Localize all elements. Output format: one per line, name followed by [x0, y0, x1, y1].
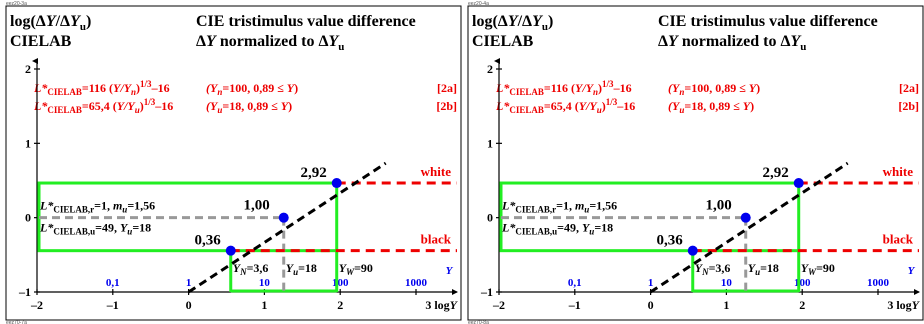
series-line: [649, 161, 849, 294]
title-left-line-2: CIELAB: [10, 33, 72, 50]
data-point-label: 2,92: [300, 165, 326, 181]
annotation-yn: YN=3,6: [233, 261, 269, 277]
title-right-line-1: CIE tristimulus value difference: [658, 13, 878, 30]
title-right-line-2: ΔY normalized to ΔYu: [658, 33, 806, 53]
annotation-yw: YW=90: [339, 261, 373, 277]
data-point-label: 1,00: [243, 198, 269, 214]
annotation-cielab-r: L*CIELAB,r=1, mu=1,56: [501, 199, 617, 215]
chart-panel-right: eez20-4a eez70-8a log(ΔY/ΔYu)CIELAB CIE tri…: [467, 1, 924, 324]
x-tick-label: 0: [186, 298, 192, 312]
data-point: [687, 245, 698, 256]
x-tick-label: 2: [799, 298, 805, 312]
annotation-cielab-u: L*CIELAB,u=49, Yu=18: [39, 221, 151, 237]
corner-label-bottom: eez70-8a: [468, 320, 489, 324]
y-tick-label: –1: [18, 285, 31, 299]
x-tick-label: 1: [261, 298, 267, 312]
data-point: [793, 178, 804, 189]
x-tick-label: 0: [648, 298, 654, 312]
secondary-tick-label: 10: [721, 277, 733, 289]
label-white: white: [421, 164, 452, 179]
label-black: black: [421, 232, 452, 247]
annotation-yw: YW=90: [801, 261, 835, 277]
title-left-line-1: log(ΔY/ΔYu): [10, 13, 91, 33]
y-tick-label: 0: [25, 211, 31, 225]
annotation-yn: YN=3,6: [695, 261, 731, 277]
data-point: [278, 212, 289, 223]
annotation-yu: Yu=18: [748, 261, 779, 277]
label-black: black: [883, 232, 914, 247]
annotation-cielab-u: L*CIELAB,u=49, Yu=18: [501, 221, 613, 237]
data-point-label: 1,00: [705, 198, 731, 214]
corner-label-top: eez20-3a: [6, 1, 27, 7]
secondary-tick-label: 1: [186, 277, 192, 289]
x-tick-label: –1: [568, 298, 581, 312]
chart-panel-left: eez20-3a eez70-7a log(ΔY/ΔYu)CIELAB CIE tri…: [5, 1, 462, 324]
formula-2a: L*CIELAB=116 (Y/Yn)1/3–16: [495, 79, 632, 97]
y-tick-label: 1: [487, 136, 493, 150]
x-axis-label: 3 logY: [887, 298, 920, 312]
title-left-line-1: log(ΔY/ΔYu): [472, 13, 553, 33]
data-point: [740, 212, 751, 223]
annotation-cielab-r: L*CIELAB,r=1, mu=1,56: [39, 199, 155, 215]
formula-2b-condition: (Yu=18, 0,89 ≤ Y): [668, 99, 754, 115]
data-point: [331, 178, 342, 189]
x-tick-label: –1: [106, 298, 119, 312]
formula-2b-tag: [2b]: [898, 99, 919, 113]
x-tick-label: 2: [337, 298, 343, 312]
y-tick-label: 0: [487, 211, 493, 225]
title-right-line-2: ΔY normalized to ΔYu: [196, 33, 344, 53]
corner-label-bottom: eez70-7a: [6, 320, 27, 324]
secondary-tick-label: 10: [259, 277, 271, 289]
x-tick-label: –2: [492, 298, 505, 312]
data-point-label: 0,36: [194, 233, 221, 249]
secondary-tick-label: 0,1: [568, 277, 582, 289]
annotation-yu: Yu=18: [286, 261, 317, 277]
secondary-tick-label: 100: [332, 277, 349, 289]
formula-2b-condition: (Yu=18, 0,89 ≤ Y): [206, 99, 292, 115]
x-tick-label: 1: [723, 298, 729, 312]
series-line: [187, 161, 387, 294]
formula-2a-tag: [2a]: [899, 81, 919, 95]
formula-2b-tag: [2b]: [436, 99, 457, 113]
formula-2a-condition: (Yn=100, 0,89 ≤ Y): [206, 81, 298, 97]
secondary-tick-label: 100: [794, 277, 811, 289]
secondary-tick-label: 1: [648, 277, 654, 289]
formula-2a-tag: [2a]: [437, 81, 457, 95]
data-point: [225, 245, 236, 256]
data-point-label: 2,92: [762, 165, 788, 181]
corner-label-top: eez20-4a: [468, 1, 489, 7]
secondary-axis-label: Y: [446, 265, 454, 277]
label-white: white: [883, 164, 914, 179]
y-tick-label: 1: [25, 136, 31, 150]
secondary-tick-label: 1000: [867, 277, 890, 289]
secondary-tick-label: 1000: [405, 277, 428, 289]
title-right-line-1: CIE tristimulus value difference: [196, 13, 416, 30]
x-axis-label: 3 logY: [425, 298, 458, 312]
x-tick-label: –2: [30, 298, 43, 312]
secondary-tick-label: 0,1: [106, 277, 120, 289]
formula-2a-condition: (Yn=100, 0,89 ≤ Y): [668, 81, 760, 97]
title-left-line-2: CIELAB: [472, 33, 534, 50]
secondary-axis-label: Y: [908, 265, 916, 277]
data-point-label: 0,36: [656, 233, 683, 249]
formula-2b: L*CIELAB=65,4 (Y/Yu)1/3–16: [33, 97, 173, 115]
y-tick-label: –1: [480, 285, 493, 299]
y-tick-label: 2: [25, 62, 31, 76]
y-tick-label: 2: [487, 62, 493, 76]
